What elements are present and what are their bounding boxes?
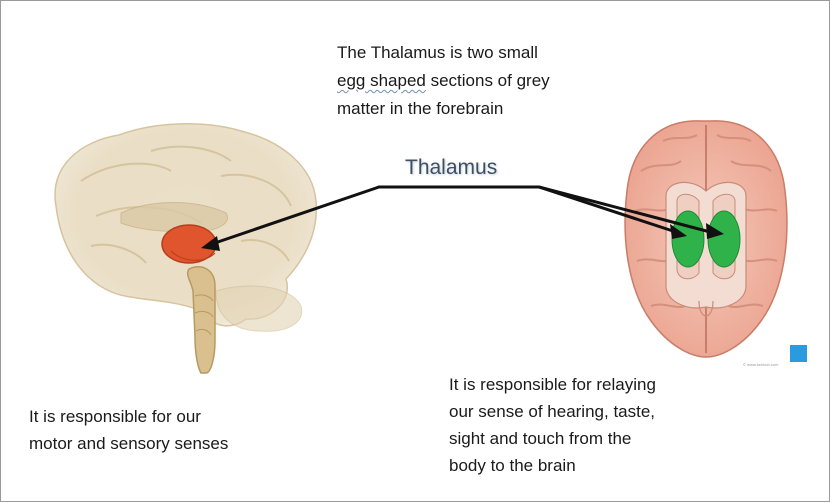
lateral-brain-illustration (55, 124, 316, 373)
image-credit: © www.kenhub.com (743, 362, 778, 367)
right-thalamus-left-lobe (672, 211, 704, 267)
superior-brain-illustration (625, 121, 787, 357)
left-description-line-2: motor and sensory senses (29, 434, 228, 453)
left-description: It is responsible for our motor and sens… (29, 403, 329, 457)
right-description: It is responsible for relaying our sense… (449, 371, 749, 479)
right-description-line-3: sight and touch from the (449, 429, 631, 448)
right-description-line-1: It is responsible for relaying (449, 375, 656, 394)
kenhub-logo-icon (790, 345, 807, 362)
right-description-line-2: our sense of hearing, taste, (449, 402, 655, 421)
right-description-line-4: body to the brain (449, 456, 576, 475)
right-thalamus-right-lobe (708, 211, 740, 267)
thalamus-label: Thalamus (405, 156, 497, 180)
left-description-line-1: It is responsible for our (29, 407, 201, 426)
